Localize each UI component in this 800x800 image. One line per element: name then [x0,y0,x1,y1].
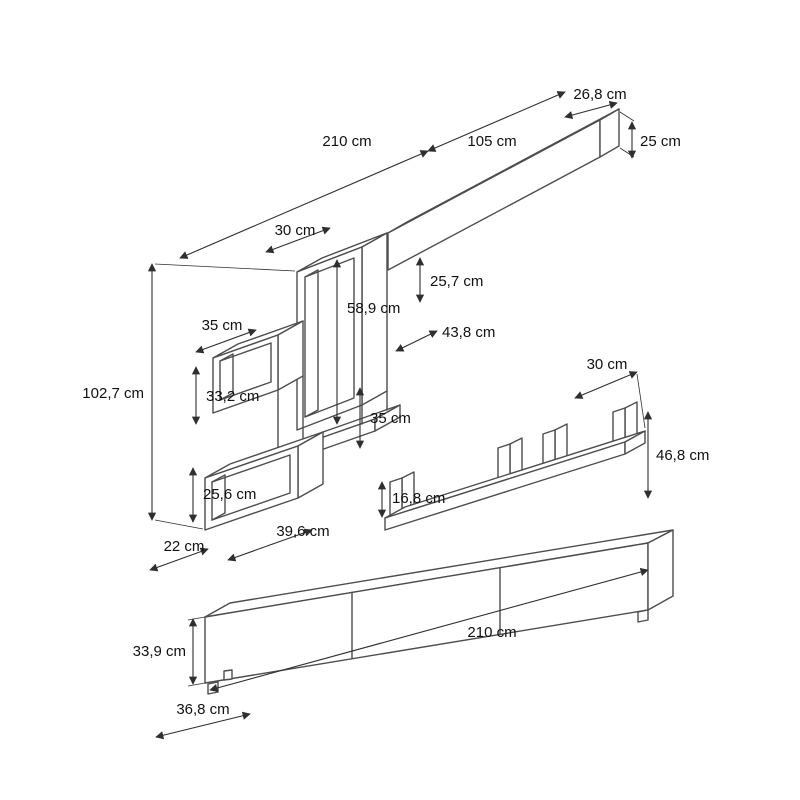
label-middle-gap-right: 43,8 cm [442,324,495,341]
label-tv-stand-height: 33,9 cm [133,643,186,660]
middle-box-opening [304,257,355,418]
ext-tv-stand-height-a [187,616,206,621]
tv-stand-drawing [204,529,674,695]
ext-tv-shelf-depth [636,373,646,429]
lower-small-shelf-drawing [204,431,324,531]
ext-top-shelf-height-b [619,147,635,158]
label-top-shelf-depth: 26,8 cm [573,86,626,103]
dimension-labels: 26,8 cm 210 cm 105 cm 25 cm 30 cm 25,7 c… [82,86,709,718]
label-lower-shelf-depth: 22 cm [164,538,205,555]
tv-stand-foot-back-left [223,669,233,681]
dim-tv-stand-depth [155,711,251,740]
cube-connector-panel [277,375,304,454]
dim-lower-shelf-depth [149,547,209,572]
label-lower-shelf-width: 39,6 cm [276,523,329,540]
dim-tv-stand-width [209,567,649,693]
label-mid-gap: 35 cm [370,410,411,427]
label-cube-height: 33,2 cm [206,388,259,405]
ext-top-shelf-height-a [619,111,635,122]
dimension-lines [147,91,653,740]
label-tv-stand-width: 210 cm [467,624,516,641]
dim-tv-shelf-depth [574,371,638,399]
label-tv-stand-depth: 36,8 cm [176,701,229,718]
dim-cube-width [195,328,257,354]
label-middle-box-width: 30 cm [275,222,316,239]
label-lower-shelf-height: 25,6 cm [203,486,256,503]
dim-lower-shelf-width [227,528,313,562]
ext-tv-stand-height-b [187,682,206,687]
lower-shelf-opening [211,454,291,521]
ext-total-height-bottom [154,519,204,530]
middle-box-side-face [361,232,388,406]
label-cube-width: 35 cm [202,317,243,334]
middle-box-inner-depth [304,269,319,418]
label-top-shelf-width: 105 cm [467,133,516,150]
dim-top-shelf-depth [564,100,618,120]
left-cube-shelf-drawing [212,320,304,454]
lower-shelf-inner-depth [211,474,226,521]
tv-stand-foot-right [637,609,649,623]
ext-total-height-top [154,263,296,272]
label-tv-shelf-depth: 30 cm [587,356,628,373]
extension-shelf-end-face [374,404,401,432]
label-middle-box-height: 58,9 cm [347,300,400,317]
tv-stand-front-face [204,542,649,684]
label-middle-box-depth: 25,7 cm [430,273,483,290]
dim-middle-box-width [265,226,331,254]
cube-inner-depth [219,353,234,401]
tv-shelf-drawing [384,401,646,531]
label-top-width-total: 210 cm [322,133,371,150]
dim-top-width-total [179,150,429,259]
dim-middle-gap-right [395,330,438,352]
dim-top-shelf-width [427,91,566,152]
middle-tall-box-drawing [296,232,388,431]
label-top-shelf-height: 25 cm [640,133,681,150]
label-total-height: 102,7 cm [82,385,144,402]
label-tv-shelf-height: 46,8 cm [656,447,709,464]
top-shelf-end-face [599,108,620,158]
tv-stand-end-face [647,529,674,611]
label-tv-shelf-divider-height: 16,8 cm [392,490,445,507]
